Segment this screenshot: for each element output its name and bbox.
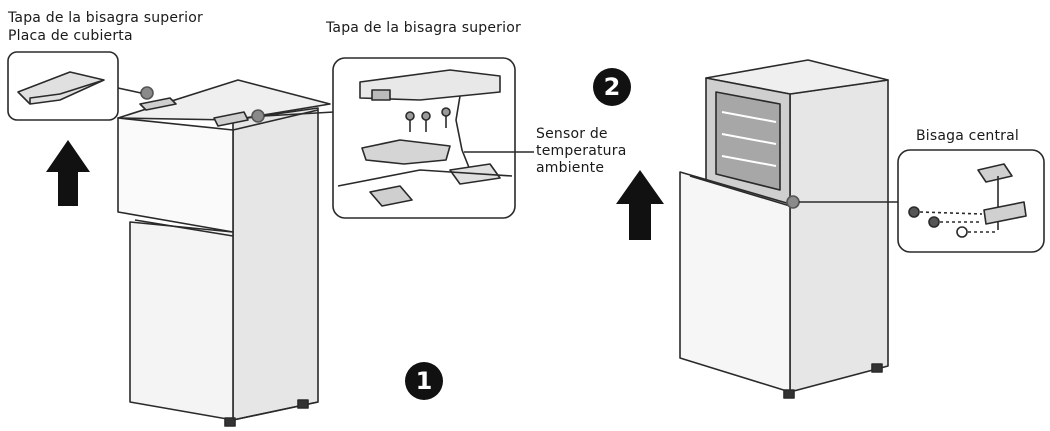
label-sensor-line3: ambiente [536,160,605,176]
top-hinge-detail-callout [332,57,534,219]
step-2-badge: 2 [593,68,631,106]
step-1-badge: 1 [405,362,443,400]
central-hinge-callout [897,149,1045,253]
label-central-hinge: Bisaga central [916,128,1019,144]
label-cover-plate: Placa de cubierta [8,28,133,44]
fridge-right [679,59,898,399]
label-sensor-line2: temperatura [536,143,627,159]
label-top-hinge-cover-left: Tapa de la bisagra superior [8,10,203,26]
label-top-hinge-cover-center: Tapa de la bisagra superior [326,20,521,36]
cover-plate-callout [7,51,119,121]
up-arrow-icon-right [616,170,664,240]
fridge-left [117,79,335,427]
up-arrow-icon-left [46,140,90,206]
label-sensor-line1: Sensor de [536,126,608,142]
